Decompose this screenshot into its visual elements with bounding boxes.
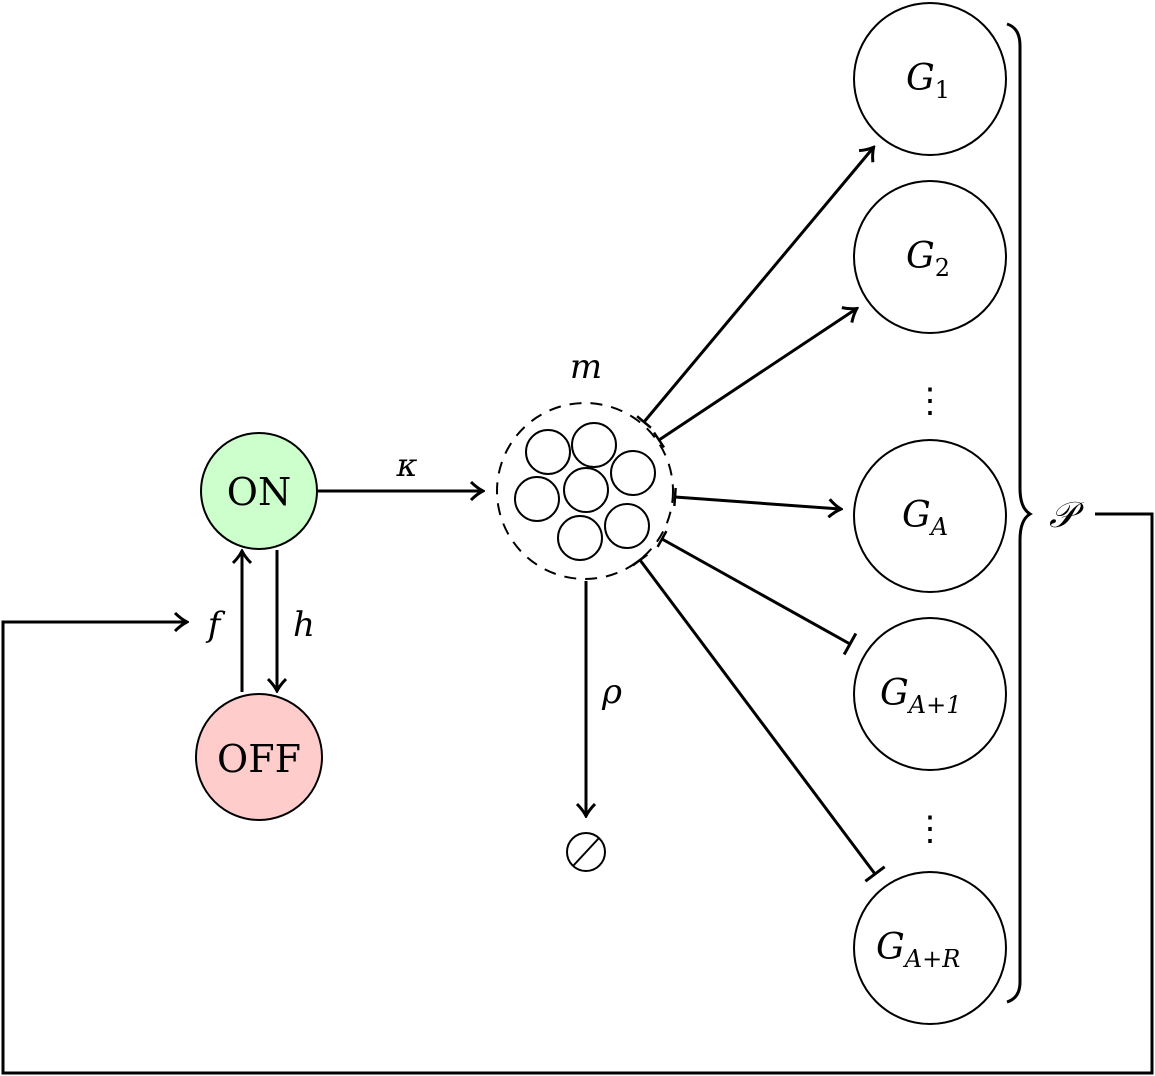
empty-set-icon	[566, 832, 606, 872]
gene-circle	[853, 439, 1007, 593]
protein-group-label: 𝒫	[1049, 495, 1085, 536]
gene-circle	[853, 2, 1007, 156]
f-rate-label: f	[205, 605, 226, 645]
off-node-circle	[195, 693, 323, 821]
degradation-node[interactable]	[566, 832, 606, 872]
off-node[interactable]: OFF	[195, 693, 323, 821]
gene-label: G1	[906, 58, 950, 104]
protein-group-brace	[1006, 22, 1033, 1004]
h-rate-label: h	[293, 605, 315, 645]
gene-node-ga-plus-1[interactable]: GA+1	[853, 617, 1007, 771]
kappa-rate-label: κ	[396, 446, 418, 484]
mrna-molecule	[525, 429, 571, 475]
gene-node-g2[interactable]: G2	[853, 180, 1007, 334]
gene-node-ga[interactable]: GA	[853, 439, 1007, 593]
gene-label: GA	[902, 495, 948, 541]
mrna-molecule	[571, 422, 617, 468]
activation-edge-ga	[675, 497, 840, 509]
rho-rate-label: ρ	[601, 672, 622, 712]
on-node[interactable]: ON	[200, 432, 318, 550]
repression-edge-ga-plus-r	[632, 553, 886, 883]
mrna-molecule	[514, 476, 560, 522]
gene-circle	[853, 871, 1007, 1025]
gene-node-g1[interactable]: G1	[853, 2, 1007, 156]
gene-label: G2	[906, 236, 950, 282]
mrna-molecule	[557, 515, 603, 561]
gene-ellipsis-upper: ⋮	[913, 381, 947, 421]
mrna-label: m	[570, 347, 602, 387]
mrna-dashed-boundary	[496, 402, 674, 580]
mrna-molecule	[563, 467, 609, 513]
mrna-molecule	[610, 450, 656, 496]
mrna-molecule	[604, 503, 650, 549]
feedback-loop-edge	[1, 512, 1154, 1075]
on-node-label: ON	[227, 470, 291, 514]
empty-set-slash	[572, 837, 600, 867]
on-node-circle	[200, 432, 318, 550]
off-node-label: OFF	[217, 737, 301, 781]
gene-label: GA+R	[876, 927, 960, 973]
gene-node-ga-plus-r[interactable]: GA+R	[853, 871, 1007, 1025]
mrna-cluster-node[interactable]: m	[496, 347, 674, 580]
activation-edge-g1	[644, 148, 873, 422]
activation-edge-g2	[659, 309, 856, 440]
gene-ellipsis-lower: ⋮	[913, 809, 947, 849]
